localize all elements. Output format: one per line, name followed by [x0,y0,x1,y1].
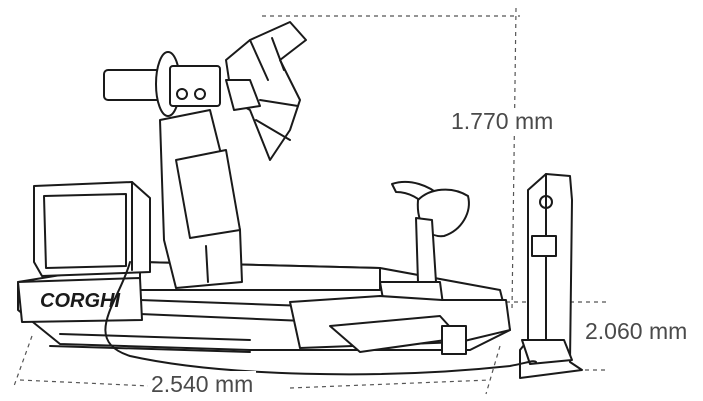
control-column [519,173,583,379]
control-box [33,181,151,277]
console-height-dimension-label: 2.060 mm [582,318,691,345]
tool-arm [391,180,470,283]
logo-text: CORGHI [40,290,120,312]
height-dimension-label: 1.770 mm [448,108,557,135]
machine-column [159,109,243,289]
carriage [289,281,511,355]
corghi-logo: CORGHI [17,277,143,323]
dimension-lines [13,7,606,395]
chuck-assembly [103,21,307,161]
length-dimension-label: 2.540 mm [148,371,257,398]
